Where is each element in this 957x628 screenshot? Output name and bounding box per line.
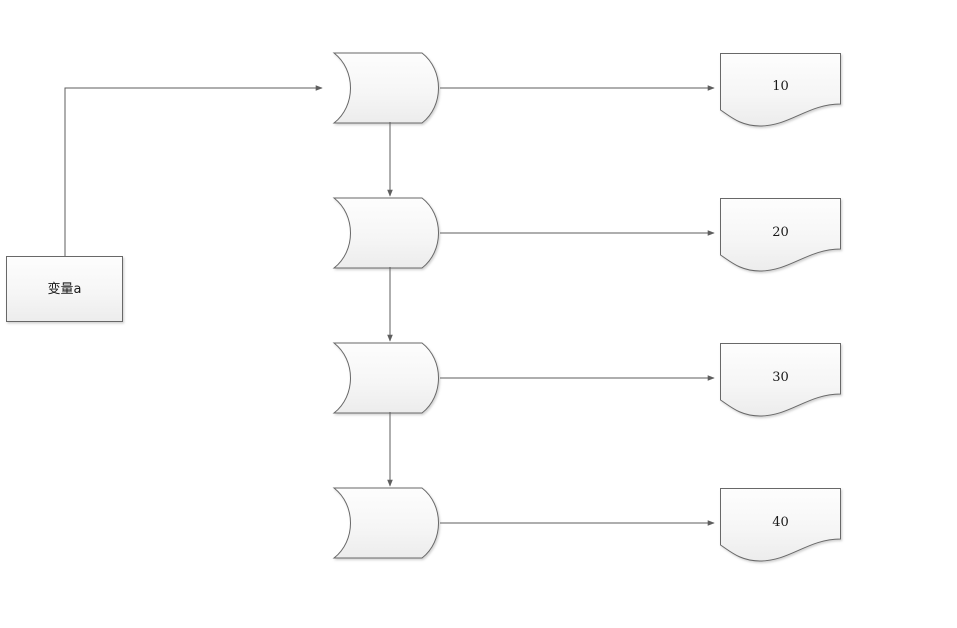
- document-shape-1[interactable]: [720, 53, 841, 127]
- document-shape-2[interactable]: [720, 198, 841, 272]
- document-node-2[interactable]: [720, 198, 841, 272]
- delay-node-1[interactable]: [332, 52, 439, 124]
- document-node-1[interactable]: [720, 53, 841, 127]
- variable-source-rect[interactable]: [6, 256, 123, 322]
- document-node-4[interactable]: [720, 488, 841, 562]
- delay-node-2[interactable]: [332, 197, 439, 269]
- document-node-3[interactable]: [720, 343, 841, 417]
- delay-shape-3[interactable]: [332, 342, 439, 414]
- document-shape-3[interactable]: [720, 343, 841, 417]
- delay-node-4[interactable]: [332, 487, 439, 559]
- variable-source-node[interactable]: [6, 256, 123, 322]
- document-shape-4[interactable]: [720, 488, 841, 562]
- delay-shape-1[interactable]: [332, 52, 439, 124]
- delay-shape-4[interactable]: [332, 487, 439, 559]
- connector-source-to-step-1: [64, 85, 323, 256]
- delay-shape-2[interactable]: [332, 197, 439, 269]
- delay-node-3[interactable]: [332, 342, 439, 414]
